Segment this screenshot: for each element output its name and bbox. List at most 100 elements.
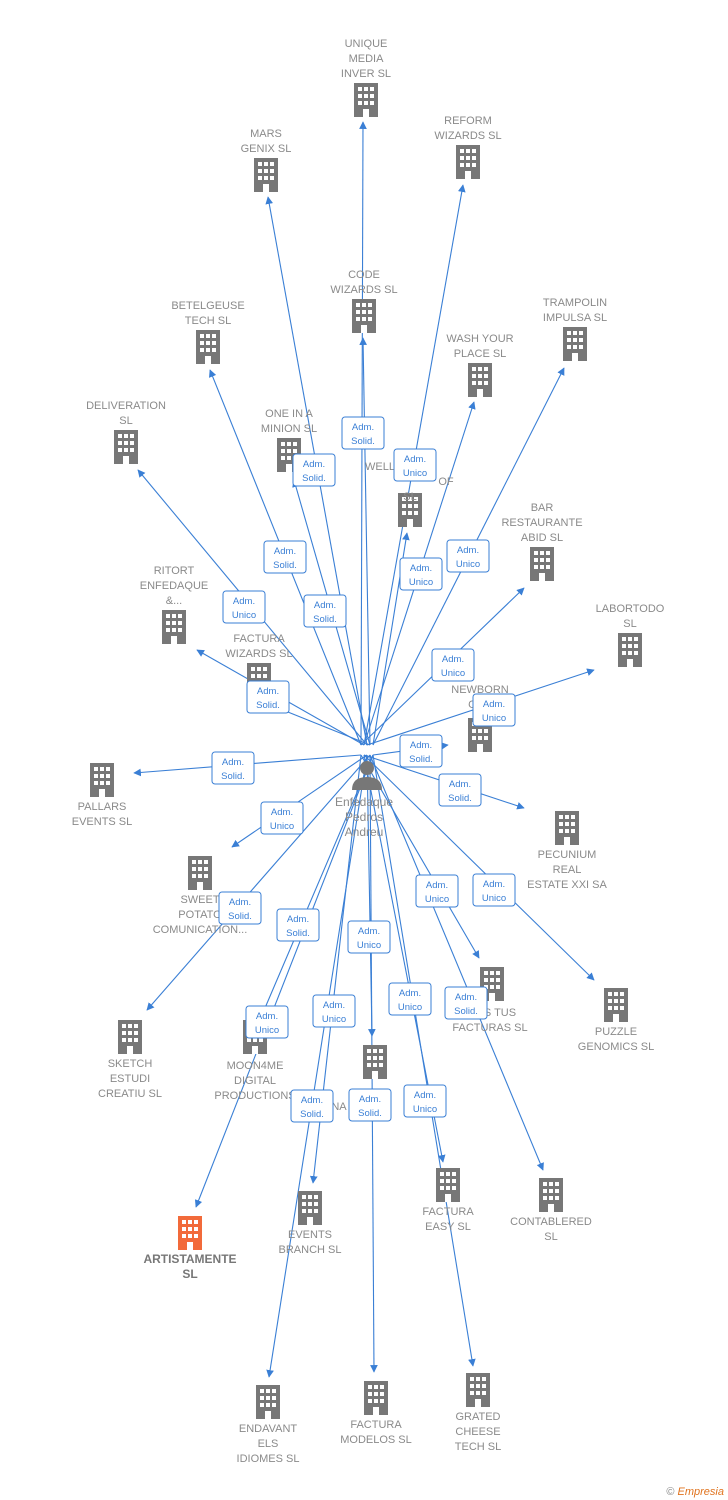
role-badge-moon4me[interactable]: Adm.Solid. <box>276 908 320 942</box>
role-text: Adm. <box>358 926 380 937</box>
company-node-sweet-potato[interactable]: SWEETPOTATOCOMUNICATION... <box>153 856 248 936</box>
company-label-line: BETELGEUSE <box>171 300 244 312</box>
company-label-line: GRATED <box>455 1411 500 1423</box>
role-badge-labortodo[interactable]: Adm.Unico <box>472 693 516 727</box>
role-badge-betelgeuse-tech[interactable]: Adm.Solid. <box>263 540 307 574</box>
copyright-symbol: © <box>666 1486 675 1498</box>
company-label-line: RESTAURANTE <box>501 517 582 529</box>
role-badge-bar-restaurante-abid[interactable]: Adm.Unico <box>431 648 475 682</box>
role-text: Unico <box>255 1025 279 1036</box>
role-text: Solid. <box>351 436 375 447</box>
company-label-line: MINION SL <box>261 423 317 435</box>
role-text: Solid. <box>273 560 297 571</box>
person-name-line: Enfedaque <box>335 795 393 809</box>
company-label-line: POTATO <box>178 909 222 921</box>
role-badge-newborn-gen[interactable]: Adm.Solid. <box>399 734 443 768</box>
role-badge-pecunium-real-estate[interactable]: Adm.Solid. <box>438 773 482 807</box>
edge-moon4me <box>261 754 374 1016</box>
edge-sketch-estudi <box>146 754 371 1011</box>
role-badge-s-tus-facturas[interactable]: Adm.Unico <box>415 874 459 908</box>
company-node-ritort-enfedaque[interactable]: RITORTENFEDAQUE&... <box>140 565 208 644</box>
role-badge-puzzle-genomics[interactable]: Adm.Unico <box>472 873 516 907</box>
building-icon <box>618 633 642 667</box>
role-text: Adm. <box>483 879 505 890</box>
role-text: Solid. <box>358 1108 382 1119</box>
role-text: Adm. <box>271 807 293 818</box>
role-text: Adm. <box>404 454 426 465</box>
company-label-line: CHEESE <box>455 1426 500 1438</box>
building-icon <box>196 330 220 364</box>
role-badge-one-in-a-minion[interactable]: Adm.Solid. <box>292 453 336 487</box>
company-node-na-company[interactable]: NA <box>331 1045 387 1113</box>
role-badge-code-wizards[interactable]: Adm. Solid. <box>341 416 385 450</box>
role-badge-grated-cheese-tech[interactable]: Adm.Unico <box>403 1084 447 1118</box>
role-text: Adm. <box>410 740 432 751</box>
building-icon <box>256 1385 280 1419</box>
building-icon <box>530 547 554 581</box>
role-text: Adm. <box>256 1011 278 1022</box>
company-label-line: WIZARDS SL <box>225 648 292 660</box>
role-badge-box <box>393 448 437 482</box>
role-badge-contablered[interactable]: Adm.Solid. <box>444 986 488 1020</box>
role-badge-sweet-potato[interactable]: Adm.Unico <box>260 801 304 835</box>
role-badge-endavant-els-idiomes[interactable]: Adm.Solid. <box>290 1089 334 1123</box>
role-badge-trampolin-impulsa[interactable]: Adm.Unico <box>446 539 490 573</box>
role-badge-artistamente[interactable]: Adm. Unico <box>245 1005 289 1039</box>
role-badge-ritort-enfedaque[interactable]: Adm.Solid. <box>246 680 290 714</box>
company-label-line: IDIOMES SL <box>237 1453 300 1465</box>
role-badge-deliveration[interactable]: Adm.Unico <box>222 590 266 624</box>
role-badge-box <box>263 540 307 574</box>
role-text: Unico <box>398 1002 422 1013</box>
role-badge-events-branch[interactable]: Adm.Unico <box>312 994 356 1028</box>
company-label-line: &... <box>166 595 183 607</box>
role-badge-na-company[interactable]: Adm.Unico <box>347 920 391 954</box>
edge-code-wizards <box>359 337 371 746</box>
building-icon <box>178 1216 202 1250</box>
role-badge-wellness-of[interactable]: Adm.Unico <box>393 448 437 482</box>
company-label-line: PUZZLE <box>595 1026 637 1038</box>
role-badge-box <box>211 751 255 785</box>
role-badge-factura-modelos[interactable]: Adm.Solid. <box>348 1088 392 1122</box>
company-label-line: PRODUCTIONS <box>214 1090 295 1102</box>
role-text: Unico <box>441 668 465 679</box>
role-badge-factura-easy[interactable]: Adm.Unico <box>388 982 432 1016</box>
role-text: Adm. <box>303 459 325 470</box>
role-text: Adm. <box>352 422 374 433</box>
role-badge-pallars-events[interactable]: Adm.Solid. <box>211 751 255 785</box>
role-badge-box <box>260 801 304 835</box>
company-label-line: BAR <box>531 502 554 514</box>
role-badge-factura-wizards[interactable]: Adm.Solid. <box>303 594 347 628</box>
company-label-line: ENDAVANT <box>239 1423 298 1435</box>
role-badge-wash-your-place[interactable]: Adm.Unico <box>399 557 443 591</box>
role-text: Solid. <box>256 700 280 711</box>
role-badge-sketch-estudi[interactable]: Adm.Solid. <box>218 891 262 925</box>
